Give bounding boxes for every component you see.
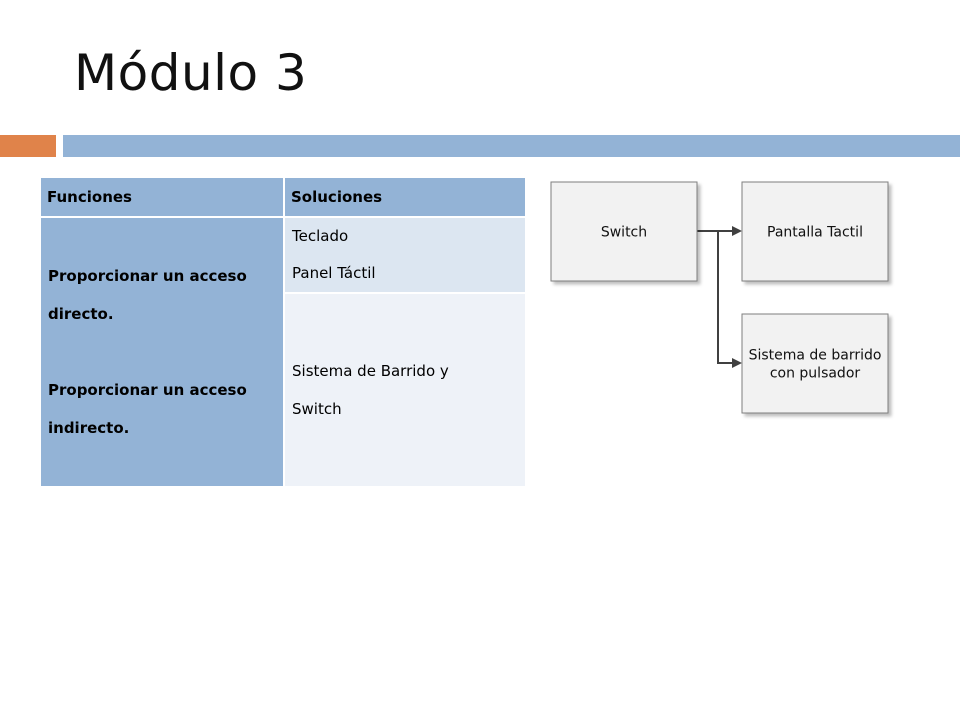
diagram-node-switch: Switch	[550, 181, 698, 282]
header-soluciones: Soluciones	[285, 178, 525, 216]
node-box	[550, 181, 698, 282]
node-label: Sistema de barrido	[749, 348, 882, 364]
diagram-edge-switch-barrido	[697, 230, 742, 368]
spacer	[48, 333, 283, 371]
table-row: Sistema de Barrido y Switch	[41, 292, 525, 486]
accent-bar-orange	[0, 135, 56, 157]
node-label: con pulsador	[770, 366, 861, 382]
solution-line: Teclado	[292, 227, 349, 245]
accent-bar-blue	[63, 135, 960, 157]
function-line: indirecto.	[48, 419, 130, 437]
node-box	[741, 313, 889, 414]
function-line: Proporcionar un acceso	[48, 381, 247, 399]
node-label: Pantalla Tactil	[767, 225, 863, 241]
solutions-cell-indirect: Sistema de Barrido y Switch	[285, 292, 525, 486]
solution-line: Switch	[292, 400, 342, 418]
solution-line: Panel Táctil	[292, 264, 376, 282]
functions-cell: Proporcionar un acceso directo. Proporci…	[41, 216, 285, 486]
table-header-row: Funciones Soluciones	[41, 178, 525, 216]
node-box	[741, 181, 889, 282]
solution-line: Sistema de Barrido y	[292, 362, 449, 380]
node-label: Switch	[601, 225, 647, 241]
function-line: Proporcionar un acceso	[48, 267, 247, 285]
diagram-node-pantalla: Pantalla Tactil	[741, 181, 889, 282]
solutions-cell-direct: Teclado Panel Táctil	[285, 216, 525, 292]
table-row: Proporcionar un acceso directo. Proporci…	[41, 216, 525, 486]
diagram-node-barrido: Sistema de barrido con pulsador	[741, 313, 889, 414]
functions-solutions-table: Funciones Soluciones Proporcionar un acc…	[41, 178, 525, 486]
header-funciones: Funciones	[41, 178, 285, 216]
slide-title: Módulo 3	[74, 44, 308, 102]
function-line: directo.	[48, 305, 114, 323]
